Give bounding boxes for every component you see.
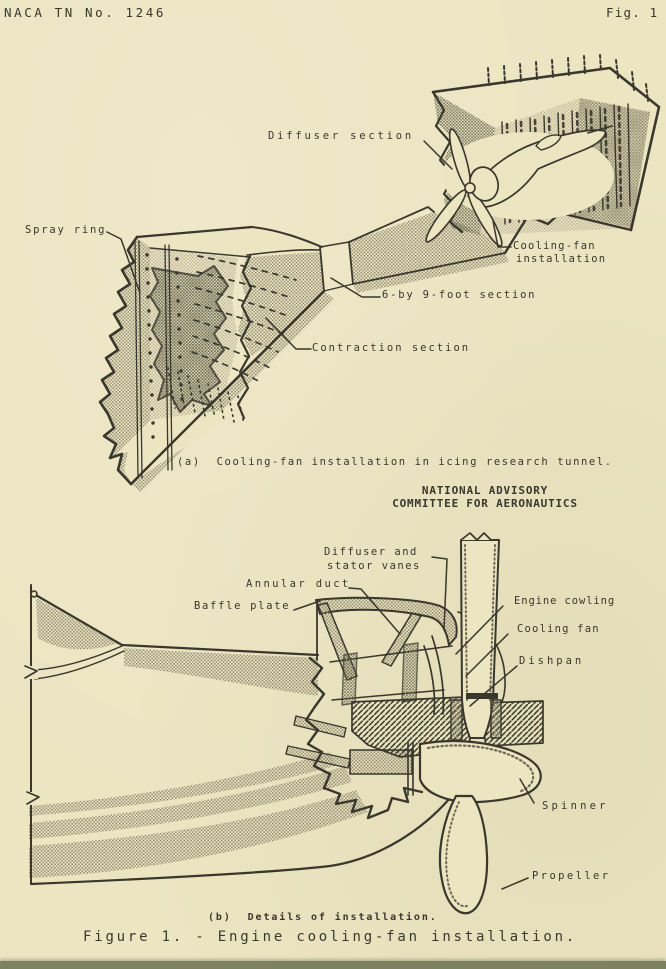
stator-vane-1 [341,652,358,706]
diffuser-bottom-edge [352,252,506,285]
blade-root-right [490,699,502,739]
label-cooling-fan-installation-1: Cooling-fan [513,240,596,252]
caption-b: (b) Details of installation. [208,912,438,923]
spinner-dome [418,740,542,804]
label-baffle-plate: Baffle plate [194,600,291,612]
advisory-line-2: COMMITTEE FOR AERONAUTICS [392,496,578,510]
test-section-edges [319,241,354,292]
label-spinner: Spinner [542,800,609,812]
propeller-blade-bottom [438,794,489,915]
canopy [535,134,562,151]
label-spray-ring: Spray ring [25,224,107,236]
upper-skin-band [124,648,318,696]
diffuser-top-edge [348,206,435,243]
fan-box-bottom-torn [503,211,633,255]
strut-right [381,612,422,667]
leader-lines-a [106,140,512,350]
torn-edge-mid [236,254,253,420]
leader-lines-b [293,556,535,890]
label-diffuser-stator-2: stator vanes [327,560,421,572]
contraction-top-rear [251,226,323,248]
tunnel-top-face [137,227,322,257]
test-section-front-line [319,246,325,292]
prop-hub [464,182,476,194]
advisory-credit: NATIONAL ADVISORY COMMITTEE FOR AERONAUT… [340,484,630,510]
intake-cone-shading [36,598,118,650]
label-diffuser-section: Diffuser section [268,130,414,142]
spray-streamlines [167,255,297,425]
contraction-front-face [238,248,324,356]
airplane-model [425,125,614,247]
label-engine-cowling: Engine cowling [514,595,616,607]
torn-edge-b [304,656,424,820]
tailplane [587,125,613,134]
lower-band-1 [29,752,335,816]
test-section-rear-line [348,241,354,285]
header-figure-number: Fig. 1 [606,5,659,20]
nacelle-top-edge [32,592,320,657]
prop-shaft-lines [407,741,414,796]
label-cooling-fan-installation-2: installation [516,253,607,265]
contraction-bottom-edge [129,289,326,486]
lower-band-2 [29,766,352,839]
installation-drawing [24,532,544,915]
label-diffuser-stator-1: Diffuser and [324,546,418,558]
header-report-number: NACA TN No. 1246 [4,5,167,20]
label-cooling-fan: Cooling fan [517,623,600,635]
nacelle-bottom-edge [29,796,452,886]
figure-caption: Figure 1. - Engine cooling-fan installat… [83,929,578,945]
dishpan-plate [423,635,445,715]
spray-chamber-floor [114,410,232,483]
caption-a: (a) Cooling-fan installation in icing re… [177,456,613,468]
label-dishpan: Dishpan [519,655,585,667]
label-test-section: 6-by 9-foot section [382,289,537,301]
contraction-top-front [246,249,321,256]
label-propeller: Propeller [532,870,611,882]
box-top-inner-edge [149,247,251,258]
label-annular-duct: Annular duct [246,578,351,590]
lower-band-3 [29,790,368,878]
blade-root-left [450,699,463,741]
intake-cone-tip [30,590,38,598]
wind-tunnel-drawing [98,54,661,492]
page-bottom-edge [0,961,666,969]
box-top-edge [135,225,254,239]
stator-vane-2 [401,642,419,703]
label-contraction-section: Contraction section [312,342,471,354]
fuselage [467,129,607,208]
torn-edge-left [98,235,139,486]
cowling-lip [315,596,458,646]
baffle-bar-1 [293,715,347,738]
diffuser-underside-band [353,253,509,293]
vane-tips [487,54,649,102]
intake-cone-base [32,645,125,680]
advisory-line-1: NATIONAL ADVISORY [421,484,549,497]
break-marks [24,665,40,805]
